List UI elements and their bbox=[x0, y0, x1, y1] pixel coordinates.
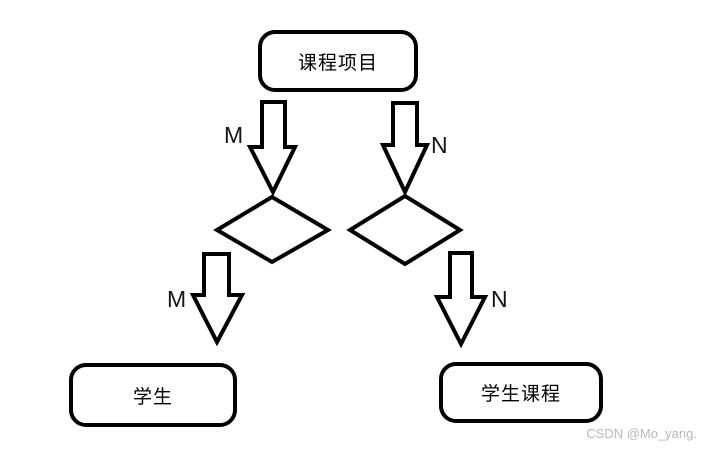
relationship-diamond-left bbox=[213, 194, 332, 265]
node-student-course: 学生课程 bbox=[439, 362, 603, 423]
cardinality-label-upper-right: N bbox=[431, 132, 448, 158]
node-student-label: 学生 bbox=[132, 386, 173, 408]
node-student-course-label: 学生课程 bbox=[480, 384, 561, 405]
cardinality-label-lower-left: M bbox=[167, 286, 187, 312]
relationship-diamond-right bbox=[346, 193, 464, 267]
node-course-project: 课程项目 bbox=[258, 30, 418, 92]
down-arrow-icon-upper-right bbox=[379, 101, 431, 197]
down-arrow-icon-lower-left bbox=[189, 252, 246, 347]
cardinality-label-lower-right: N bbox=[491, 286, 508, 312]
cardinality-label-upper-left: M bbox=[224, 122, 244, 148]
node-course-project-label: 课程项目 bbox=[297, 52, 378, 74]
down-arrow-icon-upper-left bbox=[246, 100, 299, 197]
down-arrow-icon-lower-right bbox=[433, 251, 489, 349]
csdn-watermark: CSDN @Mo_yang. bbox=[586, 426, 697, 441]
node-student: 学生 bbox=[69, 363, 237, 427]
